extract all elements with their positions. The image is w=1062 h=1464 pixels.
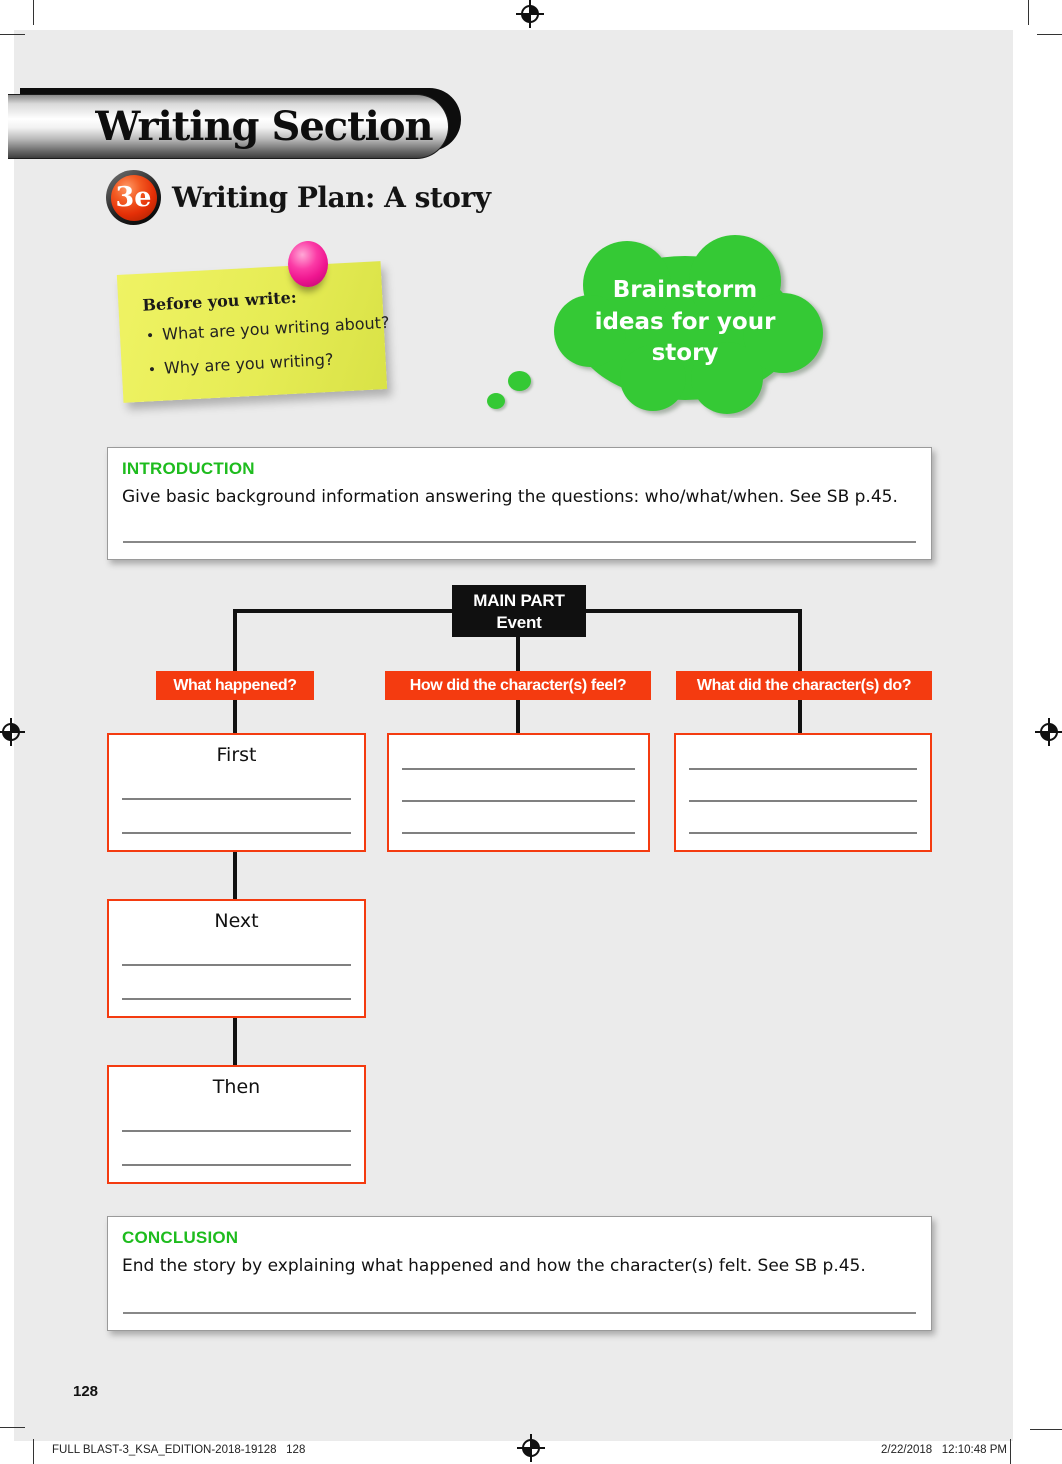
story-box-label: Next — [214, 910, 259, 932]
connector-line — [516, 637, 520, 671]
section-banner: Writing Section — [8, 88, 461, 159]
connector-line — [233, 852, 237, 899]
story-box-label: First — [216, 744, 257, 766]
writing-line — [689, 768, 917, 770]
story-box-feel — [387, 733, 650, 852]
crop-mark — [33, 0, 34, 25]
main-part-box: MAIN PART Event — [452, 585, 586, 637]
story-box-label: Then — [212, 1076, 261, 1098]
connector-line — [798, 700, 802, 733]
crop-mark — [1028, 0, 1029, 25]
main-part-subtitle: Event — [496, 613, 542, 633]
writing-line — [122, 832, 351, 834]
lesson-badge-inner: 3e — [110, 174, 157, 221]
push-pin — [288, 241, 328, 287]
writing-line — [402, 800, 635, 802]
story-box-then: Then — [107, 1065, 366, 1184]
thought-bubble-dot — [508, 371, 531, 391]
writing-line — [123, 541, 916, 543]
writing-line — [122, 1164, 351, 1166]
connector-line — [516, 700, 520, 733]
page-number: 128 — [73, 1383, 99, 1400]
conclusion-body: End the story by explaining what happene… — [122, 1256, 866, 1276]
writing-line — [689, 800, 917, 802]
introduction-title: INTRODUCTION — [122, 459, 255, 478]
crop-mark — [1030, 1429, 1062, 1430]
story-box-do — [674, 733, 932, 852]
writing-line — [402, 832, 635, 834]
lesson-badge-label: 3e — [115, 182, 152, 213]
writing-line — [689, 832, 917, 834]
thought-bubble-text: Brainstorm ideas for your story — [545, 275, 825, 370]
footer-timestamp: 2/22/2018 12:10:48 PM — [881, 1444, 1007, 1456]
lesson-title: Writing Plan: A story — [172, 181, 491, 214]
registration-mark-left — [0, 718, 25, 746]
connector-line — [798, 609, 802, 671]
crop-mark — [1037, 34, 1062, 35]
main-part-title: MAIN PART — [473, 591, 565, 610]
writing-line — [402, 768, 635, 770]
connector-line — [233, 609, 237, 671]
footer-file-info: FULL BLAST-3_KSA_EDITION-2018-19128 128 — [52, 1444, 306, 1456]
branch-label-character-do: What did the character(s) do? — [676, 671, 932, 700]
conclusion-box: CONCLUSION End the story by explaining w… — [107, 1216, 932, 1331]
thought-bubble-line: story — [651, 340, 719, 367]
writing-line — [122, 964, 351, 966]
registration-mark-bottom — [517, 1434, 545, 1462]
connector-line — [233, 700, 237, 733]
thought-bubble-dot — [487, 393, 505, 409]
sticky-note-title: Before you write: — [141, 287, 298, 315]
crop-mark — [0, 34, 25, 35]
introduction-box: INTRODUCTION Give basic background infor… — [107, 447, 932, 560]
thought-bubble-line: Brainstorm — [612, 277, 758, 303]
branch-label-what-happened: What happened? — [156, 671, 314, 700]
crop-mark — [1010, 1439, 1011, 1464]
story-box-next: Next — [107, 899, 366, 1018]
thought-bubble-line: ideas for your — [594, 308, 776, 335]
sticky-note: Before you write: What are you writing a… — [116, 261, 390, 403]
banner-bar: Writing Section — [8, 94, 449, 159]
connector-line — [233, 1018, 237, 1065]
sticky-note-bullet: Why are you writing? — [147, 350, 334, 379]
writing-line — [122, 1130, 351, 1132]
sticky-note-bullet: What are you writing about? — [146, 313, 390, 345]
story-box-first: First — [107, 733, 366, 852]
registration-mark-top — [516, 0, 544, 28]
writing-line — [123, 1312, 916, 1314]
crop-mark — [33, 1439, 34, 1464]
conclusion-title: CONCLUSION — [122, 1228, 239, 1247]
lesson-badge: 3e — [106, 170, 161, 225]
crop-mark — [0, 1427, 25, 1428]
section-title: Writing Section — [95, 103, 433, 150]
registration-mark-right — [1035, 718, 1062, 746]
introduction-body: Give basic background information answer… — [122, 487, 898, 507]
writing-line — [122, 998, 351, 1000]
thought-bubble-cloud — [554, 235, 823, 414]
branch-label-character-feel: How did the character(s) feel? — [385, 671, 651, 700]
writing-line — [122, 798, 351, 800]
